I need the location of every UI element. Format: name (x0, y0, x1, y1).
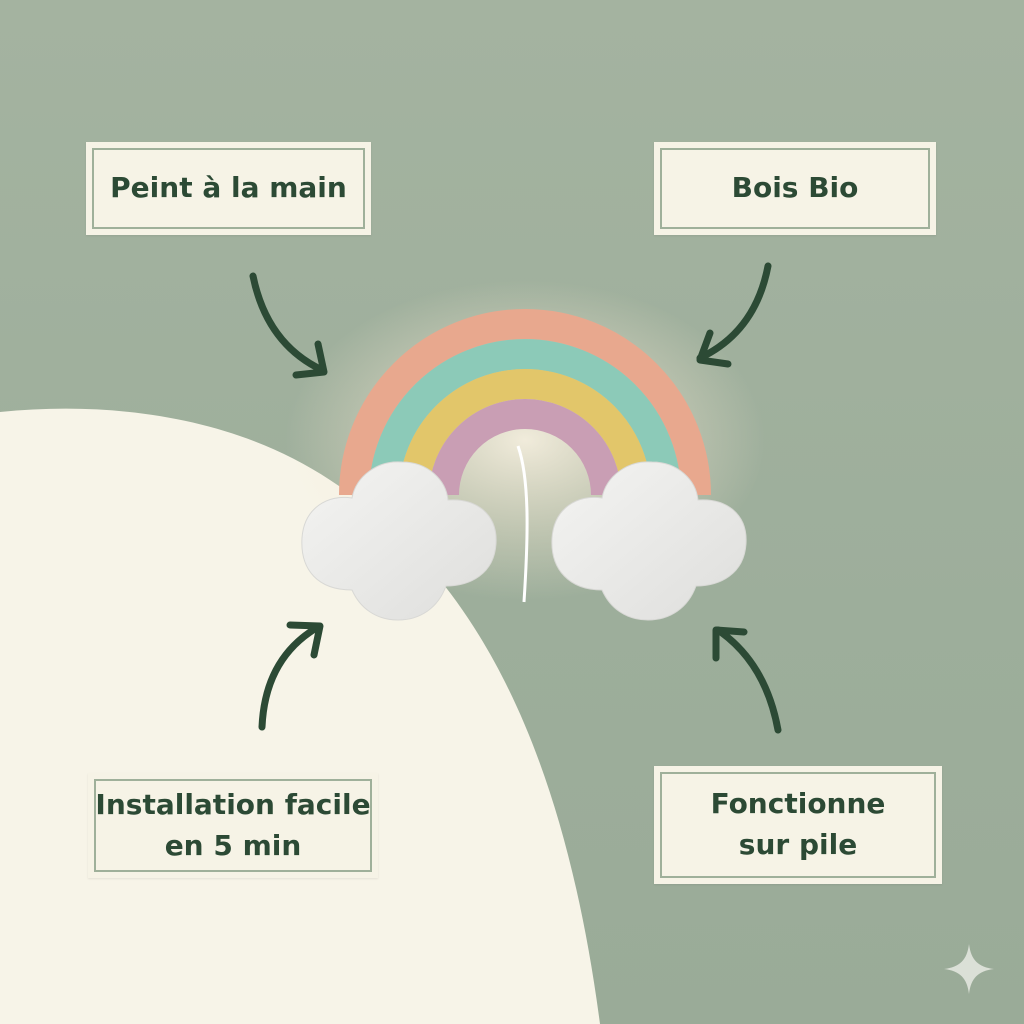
feature-text-installation-line2: en 5 min (164, 828, 302, 862)
right-cloud (551, 461, 747, 621)
arrow-bottom-left-icon (258, 623, 322, 731)
feature-label-easy-installation: Installation facile en 5 min (88, 773, 378, 878)
curved-arrow-icon (249, 262, 782, 734)
sparkle-icon (944, 944, 994, 994)
arrow-top-left-icon (249, 272, 326, 374)
rainbow-band-third (399, 369, 651, 496)
arrow-top-right-icon (696, 262, 772, 362)
feature-text-hand-painted: Peint à la main (110, 171, 347, 205)
feature-text-battery-line2: sur pile (738, 828, 858, 861)
feature-text-organic-wood: Bois Bio (731, 171, 859, 205)
left-cloud (301, 461, 497, 621)
feature-label-battery-powered: Fonctionne sur pile (654, 766, 942, 884)
feature-label-hand-painted: Peint à la main (86, 142, 371, 235)
arrow-bottom-right-icon (714, 626, 782, 734)
rainbow-band-outer (339, 309, 711, 496)
rainbow (339, 309, 711, 496)
feature-text-installation-line1: Installation facile (95, 787, 371, 821)
rainbow-band-second (369, 339, 681, 496)
feature-text-battery-line1: Fonctionne (710, 787, 886, 821)
power-cord (516, 445, 529, 603)
rainbow-band-inner (429, 399, 621, 496)
feature-label-organic-wood: Bois Bio (654, 142, 936, 235)
